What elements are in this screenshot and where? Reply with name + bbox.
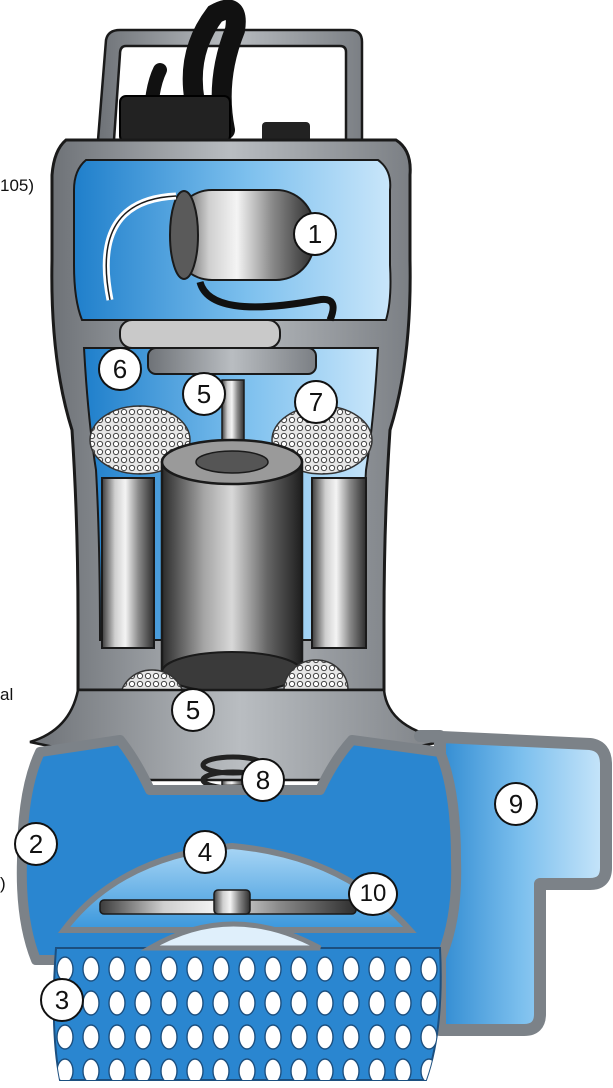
strainer-inlet	[140, 921, 322, 951]
clipped-label-top: 105)	[0, 176, 35, 195]
discharge-outlet	[414, 730, 612, 1036]
callout-3: 3	[40, 978, 84, 1022]
callout-2: 2	[14, 822, 58, 866]
clipped-label-middle: al	[0, 685, 14, 704]
rotor	[160, 438, 304, 693]
callout-10: 10	[348, 872, 398, 916]
upper-bearing-plate	[147, 347, 317, 375]
callout-5-lower: 5	[171, 688, 215, 732]
callout-8: 8	[241, 758, 285, 802]
callout-5-upper: 5	[182, 372, 226, 416]
clipped-label-bottom: )	[0, 874, 6, 893]
callout-4: 4	[183, 830, 227, 874]
callout-1: 1	[293, 212, 337, 256]
impeller	[99, 889, 357, 915]
stator-left	[101, 477, 155, 649]
stator-right	[311, 477, 367, 649]
power-cable	[182, 0, 246, 140]
callout-9: 9	[494, 782, 538, 826]
callout-7: 7	[294, 380, 338, 424]
cable-gland	[119, 95, 231, 143]
callout-6: 6	[98, 347, 142, 391]
